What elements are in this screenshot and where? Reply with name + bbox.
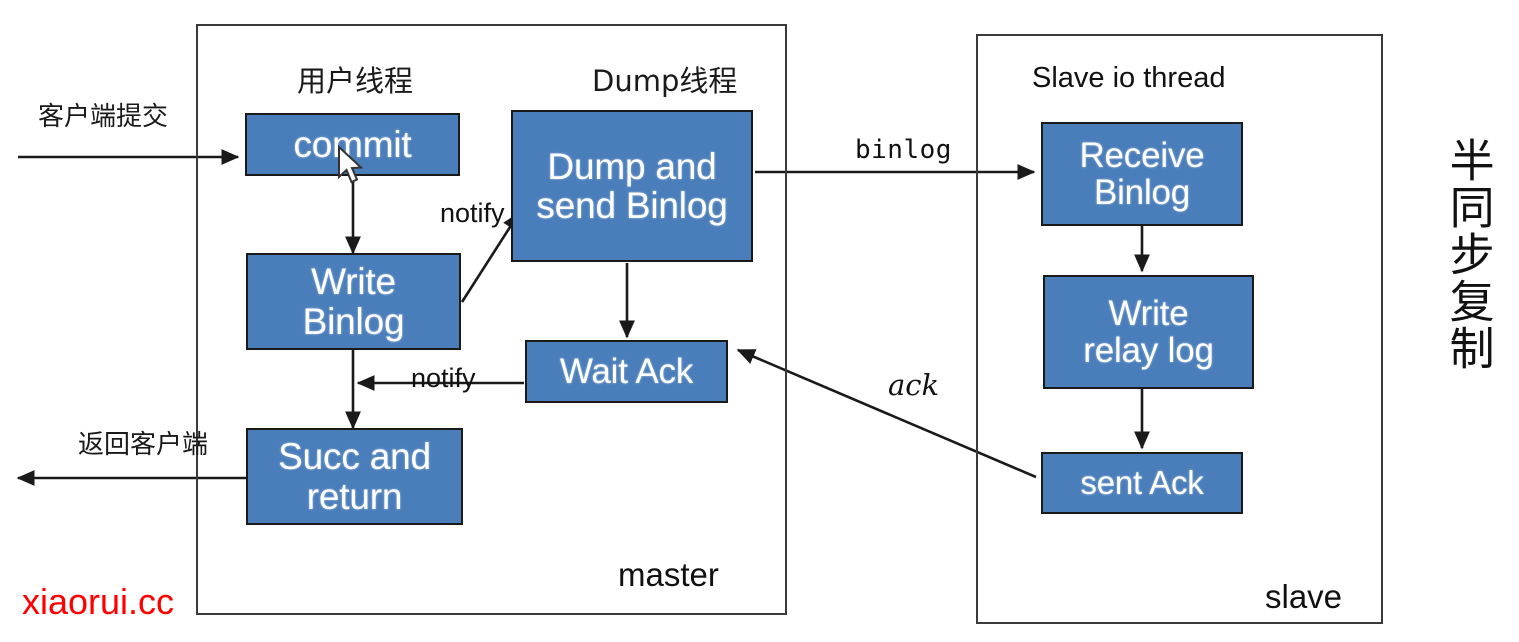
box-receive-binlog[interactable]: Receive Binlog — [1041, 122, 1243, 226]
edge-ack-slave-to-master — [736, 348, 1037, 479]
box-wait-ack[interactable]: Wait Ack — [525, 340, 728, 403]
master-frame-label: master — [618, 556, 719, 593]
lane-label-user-thread: 用户线程 — [297, 64, 414, 98]
edge-label-notify-succ: notify — [411, 363, 476, 393]
box-write-binlog[interactable]: Write Binlog — [246, 253, 461, 350]
master-container — [196, 24, 787, 615]
client-submit-label: 客户端提交 — [38, 102, 169, 132]
site-watermark: xiaorui.cc — [22, 581, 175, 622]
slave-container — [976, 34, 1383, 624]
box-succ-and-return[interactable]: Succ and return — [246, 428, 463, 525]
link-label-binlog: binlog — [855, 135, 952, 165]
link-label-ack: ack — [888, 368, 940, 402]
return-client-label: 返回客户端 — [78, 430, 209, 460]
box-commit[interactable]: commit — [245, 113, 460, 176]
slave-frame-label: slave — [1265, 578, 1343, 615]
box-dump-and-send-binlog[interactable]: Dump and send Binlog — [511, 110, 753, 262]
edge-label-notify-dump: notify — [440, 198, 505, 228]
lane-label-dump-thread: Dump线程 — [592, 64, 738, 98]
diagram-title-vertical: 半同步复制 — [1441, 137, 1495, 372]
lane-label-slave-io-thread: Slave io thread — [1032, 62, 1226, 94]
edge-notify-to-dump — [460, 211, 521, 303]
box-sent-ack[interactable]: sent Ack — [1041, 452, 1243, 514]
box-write-relay-log[interactable]: Write relay log — [1043, 275, 1254, 389]
